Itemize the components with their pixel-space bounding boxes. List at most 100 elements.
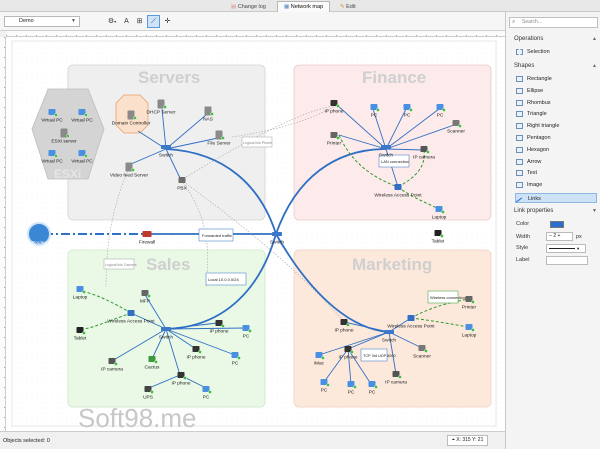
center-button[interactable]: ✛: [161, 15, 174, 28]
node-switch[interactable]: Switch: [270, 232, 284, 246]
node-switch[interactable]: Switch: [159, 145, 173, 159]
node-file-server[interactable]: File Server: [207, 130, 231, 147]
link-properties-section-header[interactable]: Link properties▼: [514, 208, 597, 214]
node-dhcp-server[interactable]: DHCP Server: [147, 99, 176, 116]
style-select[interactable]: ▼: [546, 244, 586, 253]
node-ip-camera[interactable]: IP camera: [413, 146, 435, 161]
node-video-feed-server[interactable]: Video feed Server: [110, 162, 149, 179]
shape-triangle[interactable]: Triangle: [515, 109, 597, 119]
node-pc[interactable]: PC: [368, 381, 378, 396]
shape-image[interactable]: Image: [515, 180, 597, 190]
node-wap[interactable]: Wireless Access Point: [374, 184, 422, 199]
operation-selection[interactable]: Selection: [515, 47, 597, 57]
shape-ellipse[interactable]: Ellipse: [515, 86, 597, 96]
node-switch[interactable]: Switch: [382, 330, 396, 344]
text-format-button[interactable]: A: [120, 15, 133, 28]
node-tablet[interactable]: Tablet: [74, 327, 87, 342]
node-laptop[interactable]: Laptop: [462, 324, 477, 339]
node-ip-phone[interactable]: IP phone: [324, 100, 344, 115]
shape-rectangle[interactable]: Rectangle: [515, 74, 597, 84]
node-pbx[interactable]: PBX: [177, 177, 188, 192]
link-label-tcp[interactable]: TCP 3rd UDP 8000: [360, 348, 396, 362]
node-pc[interactable]: PC: [320, 379, 330, 394]
search-input[interactable]: ⌕ Search...: [509, 17, 598, 28]
diagram-select[interactable]: Demo▼: [4, 16, 80, 27]
document-icon: ▤: [231, 4, 238, 10]
label-field[interactable]: [546, 256, 588, 265]
node-ip-camera[interactable]: IP camera: [385, 371, 407, 386]
node-label: Laptop: [462, 333, 477, 339]
node-ip-phone[interactable]: IP phone: [186, 346, 206, 361]
node-ip-camera[interactable]: IP camera: [101, 358, 123, 373]
width-stepper[interactable]: − 2 +: [546, 232, 573, 241]
node-pc[interactable]: PC: [242, 325, 252, 340]
node-ip-phone[interactable]: IP phone: [334, 319, 354, 334]
link-label-lan[interactable]: LAN connection: [378, 154, 410, 168]
node-nas[interactable]: NAS: [203, 106, 214, 123]
color-swatch[interactable]: [550, 221, 564, 228]
node-pc[interactable]: PC: [231, 352, 241, 367]
links-tool[interactable]: Links: [515, 193, 597, 207]
node-laptop[interactable]: Laptop: [432, 206, 447, 221]
shape-rhombus[interactable]: Rhombus: [515, 98, 597, 108]
pentagon-icon: [516, 135, 523, 141]
node-ip-phone[interactable]: IP phone: [209, 320, 229, 335]
grid-button[interactable]: ⊞: [133, 15, 146, 28]
node-scanner[interactable]: Scanner: [413, 345, 431, 360]
node-ip-phone[interactable]: IP phone: [338, 346, 358, 361]
link-label-forwarded[interactable]: Forwarded traffic: [198, 228, 234, 242]
node-printer[interactable]: Printer: [327, 132, 342, 147]
link-tool-button[interactable]: ⟋: [147, 15, 160, 28]
node-virtual-pc[interactable]: Virtual PC: [71, 109, 93, 124]
shape-text[interactable]: Text: [515, 168, 597, 178]
node-ip-phone[interactable]: IP phone: [171, 372, 191, 387]
node-cactus[interactable]: Cactus: [145, 356, 161, 371]
chevron-up-icon: ▲: [592, 36, 597, 42]
node-wap[interactable]: Wireless Access Point: [107, 310, 155, 325]
tab-edit[interactable]: ✎ Edit: [340, 4, 356, 10]
node-pc[interactable]: PC: [436, 104, 446, 119]
group-marketing[interactable]: Marketing: [293, 249, 492, 408]
node-ups[interactable]: UPS: [143, 386, 154, 401]
node-router[interactable]: Router: [27, 222, 51, 246]
shapes-section-header[interactable]: Shapes▲: [514, 63, 597, 69]
tab-bar: ▤ Change log ▦ Network map ✎ Edit: [0, 0, 600, 12]
node-imac[interactable]: iMac: [314, 352, 325, 367]
group-finance[interactable]: Finance: [293, 64, 492, 221]
node-switch[interactable]: Switch: [379, 145, 393, 159]
node-virtual-pc[interactable]: Virtual PC: [71, 150, 93, 165]
pc-icon: [368, 381, 376, 387]
shape-pentagon[interactable]: Pentagon: [515, 133, 597, 143]
node-pc[interactable]: PC: [403, 104, 413, 119]
node-label: Scanner: [413, 354, 431, 360]
node-tablet[interactable]: Tablet: [432, 230, 445, 245]
node-pc[interactable]: PC: [347, 381, 357, 396]
link-label-local[interactable]: Local 10.0.0.0/24: [205, 272, 247, 286]
node-mfp[interactable]: MFP: [140, 290, 151, 305]
link-label-wireless[interactable]: Wireless connection: [427, 290, 466, 304]
node-virtual-pc[interactable]: Virtual PC: [41, 150, 63, 165]
node-scanner[interactable]: Scanner: [447, 120, 465, 135]
node-switch[interactable]: Switch: [159, 327, 173, 341]
link-label-logical-sales[interactable]: Logical link Camera: [103, 258, 137, 270]
network-map-canvas[interactable]: Servers Finance Sales Marketing ESXi: [6, 37, 505, 431]
settings-dropdown-button[interactable]: ⚙▾: [107, 18, 117, 25]
shape-hexagon[interactable]: Hexagon: [515, 145, 597, 155]
node-esxi-server[interactable]: ESXi server: [51, 128, 77, 145]
operations-section-header[interactable]: Operations▲: [514, 36, 597, 42]
shape-right-triangle[interactable]: Right triangle: [515, 121, 597, 131]
link-label-logical-servers[interactable]: Logical link Phone: [241, 136, 273, 148]
node-domain-controller[interactable]: Domain Controller: [112, 110, 151, 127]
chevron-down-icon: ▼: [575, 246, 581, 251]
tab-change-log[interactable]: ▤ Change log: [231, 4, 266, 10]
node-virtual-pc[interactable]: Virtual PC: [41, 109, 63, 124]
node-laptop[interactable]: Laptop: [73, 286, 88, 301]
tab-network-map[interactable]: ▦ Network map: [277, 1, 331, 12]
node-label: Tablet: [432, 239, 445, 245]
node-printer[interactable]: Printer: [462, 296, 477, 311]
node-pc[interactable]: PC: [370, 104, 380, 119]
node-firewall[interactable]: Firewall: [139, 231, 156, 246]
shape-arrow[interactable]: Arrow: [515, 157, 597, 167]
node-pc[interactable]: PC: [202, 386, 212, 401]
node-wap[interactable]: Wireless Access Point: [387, 315, 435, 330]
